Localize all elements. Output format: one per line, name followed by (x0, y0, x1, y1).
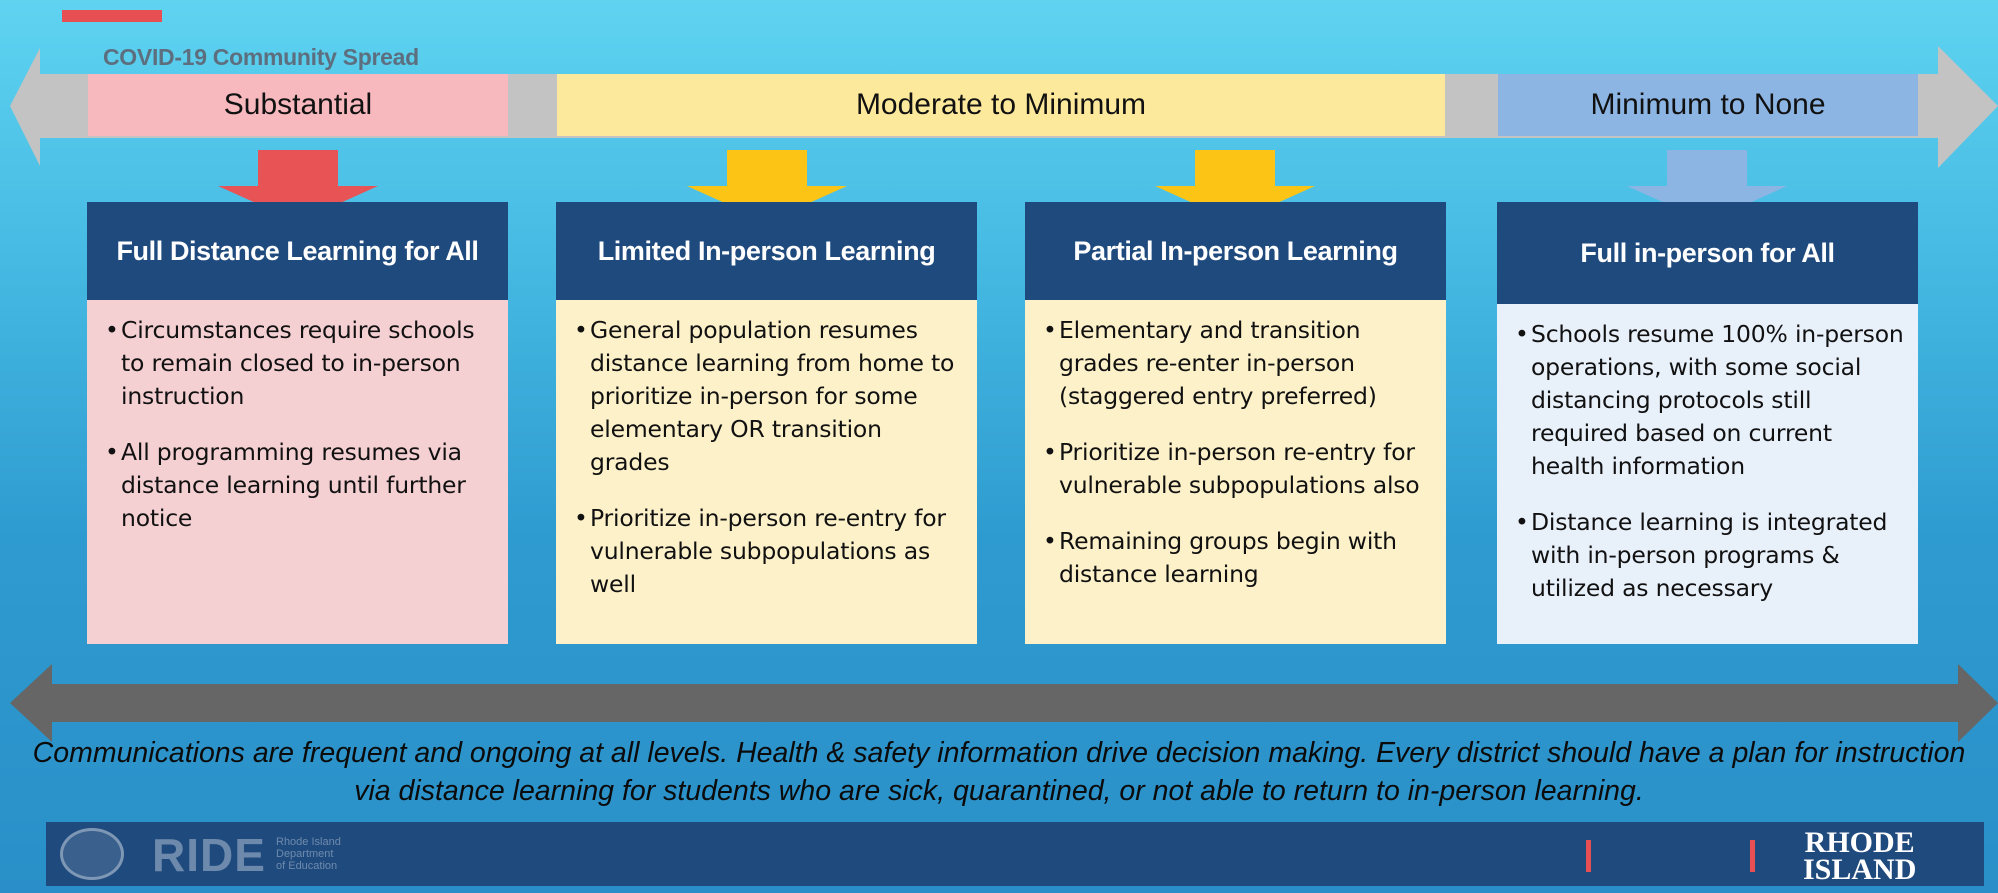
card-bullets: Schools resume 100% in-person operations… (1515, 318, 1904, 605)
level-label-moderate: Moderate to Minimum (855, 88, 1147, 121)
communications-arrow (10, 664, 1998, 742)
footer-red-tick (1586, 840, 1591, 872)
level-label-minimum: Minimum to None (1590, 88, 1826, 121)
card-bullet: Prioritize in-person re-entry for vulner… (574, 502, 963, 601)
card-full-in-person: Full in-person for All Schools resume 10… (1497, 202, 1918, 628)
footer-red-tick (1750, 840, 1755, 872)
card-bullets: Elementary and transition grades re-ente… (1043, 314, 1432, 591)
card-limited-in-person: Limited In-person Learning General popul… (556, 202, 977, 624)
ride-seal-icon (60, 828, 124, 880)
card-bullet: Elementary and transition grades re-ente… (1043, 314, 1432, 413)
card-title: Limited In-person Learning (556, 202, 977, 300)
community-spread-title: COVID-19 Community Spread (103, 44, 419, 70)
card-bullet: Remaining groups begin with distance lea… (1043, 525, 1432, 591)
card-bullet: Circumstances require schools to remain … (105, 314, 494, 413)
level-label-substantial: Substantial (223, 88, 373, 121)
card-bullets: General population resumes distance lear… (574, 314, 963, 601)
card-partial-in-person: Partial In-person Learning Elementary an… (1025, 202, 1446, 614)
ride-logo: RIDE (152, 829, 266, 881)
card-bullet: General population resumes distance lear… (574, 314, 963, 479)
card-title: Partial In-person Learning (1025, 202, 1446, 300)
card-full-distance: Full Distance Learning for All Circumsta… (87, 202, 508, 558)
rhode-island-logo: RHODE ISLAND (1803, 826, 1917, 886)
card-bullet: Distance learning is integrated with in-… (1515, 506, 1904, 605)
ride-logo-subtext: Rhode Island Department of Education (276, 836, 341, 872)
card-bullet: All programming resumes via distance lea… (105, 436, 494, 535)
card-bullet: Schools resume 100% in-person operations… (1515, 318, 1904, 483)
top-accent-bar (62, 10, 162, 22)
level-band-substantial (88, 74, 508, 136)
level-band-moderate (557, 74, 1445, 136)
card-bullets: Circumstances require schools to remain … (105, 314, 494, 535)
footer-bar (46, 822, 1984, 886)
communications-statement: Communications are frequent and ongoing … (32, 737, 1966, 807)
card-bullet: Prioritize in-person re-entry for vulner… (1043, 436, 1432, 502)
card-title: Full in-person for All (1497, 202, 1918, 304)
level-band-minimum (1498, 74, 1918, 136)
card-title: Full Distance Learning for All (87, 202, 508, 300)
